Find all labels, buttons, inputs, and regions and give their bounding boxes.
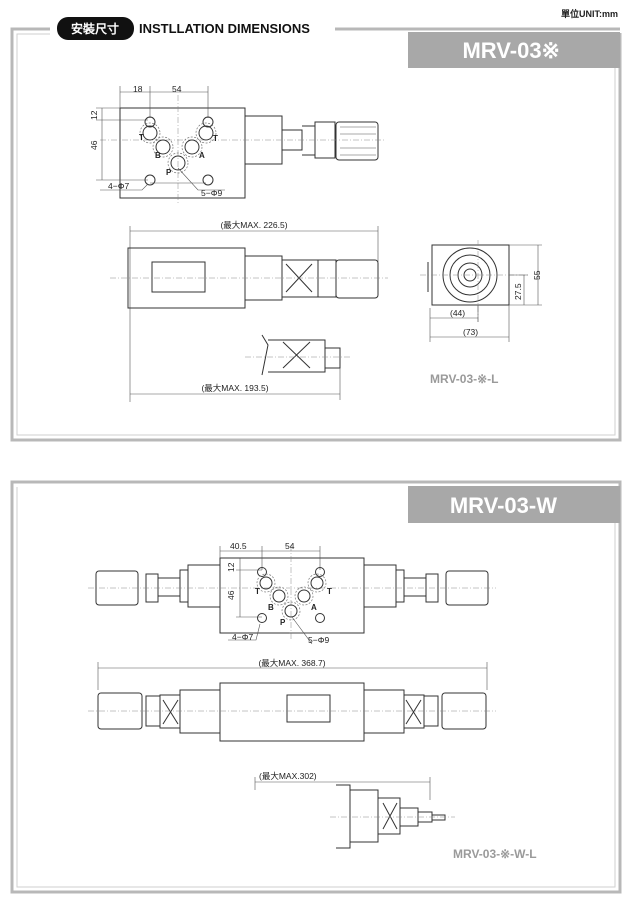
variant-label-2: MRV-03-※-W-L [453,847,537,861]
s2-side-view [88,662,496,849]
dim-54: 54 [172,84,182,94]
max-length-302: (最大MAX.302) [259,771,317,781]
section-1-frame [10,27,622,442]
dim-12-w: 12 [226,562,236,572]
dim-54-w: 54 [285,541,295,551]
dim-46-w: 46 [226,590,236,600]
dim-27-5: 27.5 [513,283,523,300]
max-length-193: (最大MAX. 193.5) [201,383,268,393]
dim-40-5: 40.5 [230,541,247,551]
port-A-w: A [311,603,317,612]
header-badge [57,17,134,40]
dim-73: (73) [463,327,478,337]
port-T-left: T [139,133,144,142]
port-T-left-w: T [255,587,260,596]
s2-top-view [88,545,496,645]
section-2-frame [10,480,622,894]
port-A: A [199,151,205,160]
unit-label: 單位UNIT:mm [561,8,618,19]
header-badge-text: 安裝尺寸 [71,21,119,36]
header-title: INSTLLATION DIMENSIONS [139,21,310,36]
port-B: B [155,151,161,160]
dim-46: 46 [89,140,99,150]
holes-large-label: 5−Φ9 [201,188,222,198]
max-length-226: (最大MAX. 226.5) [220,220,287,230]
max-length-368: (最大MAX. 368.7) [258,658,325,668]
s1-top-view [96,86,385,205]
s1-side-view [110,226,388,402]
dim-55: 55 [532,270,542,280]
holes-large-label-w: 5−Φ9 [308,635,329,645]
port-T-right: T [213,134,218,143]
holes-small-label-w: 4−Φ7 [232,632,253,642]
model-title-1: MRV-03※ [462,38,560,63]
port-P: P [166,168,172,177]
model-title-2: MRV-03-W [450,493,557,518]
port-P-w: P [280,618,286,627]
dim-18: 18 [133,84,143,94]
variant-label-1: MRV-03-※-L [430,372,499,386]
s1-end-view [420,240,542,342]
port-T-right-w: T [327,587,332,596]
port-B-w: B [268,603,274,612]
holes-small-label: 4−Φ7 [108,181,129,191]
dim-44: (44) [450,308,465,318]
dim-12: 12 [89,110,99,120]
